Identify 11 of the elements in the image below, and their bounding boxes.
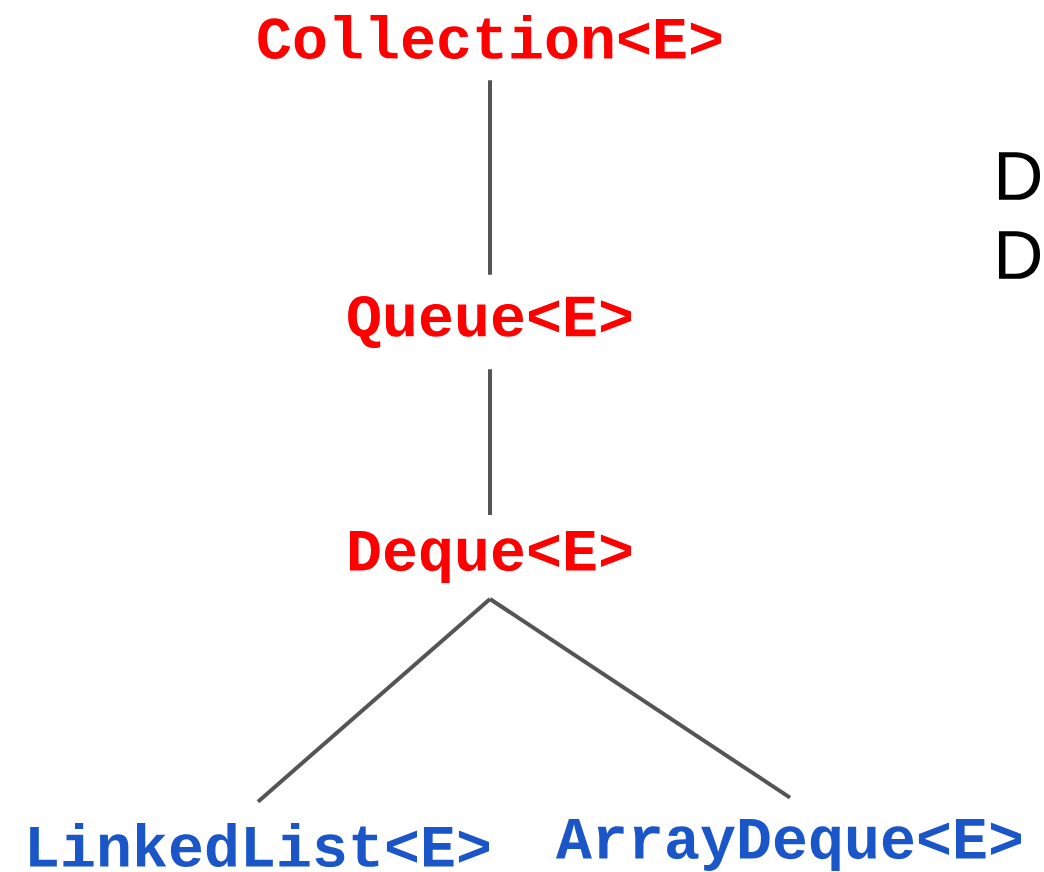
connector-line <box>256 597 492 804</box>
class-name: Collection<E> <box>258 15 721 60</box>
class-name: LinkedList<E> <box>30 823 489 868</box>
class-name: Queue<E> <box>348 296 631 348</box>
connector-line <box>488 80 492 275</box>
class-name: Deque<E> <box>349 531 631 583</box>
letter-label: D <box>998 231 1041 279</box>
letter-label: D <box>998 152 1041 200</box>
class-name: ArrayDeque<E> <box>555 819 1021 871</box>
connector-line <box>488 369 492 515</box>
connector-line <box>488 597 792 800</box>
